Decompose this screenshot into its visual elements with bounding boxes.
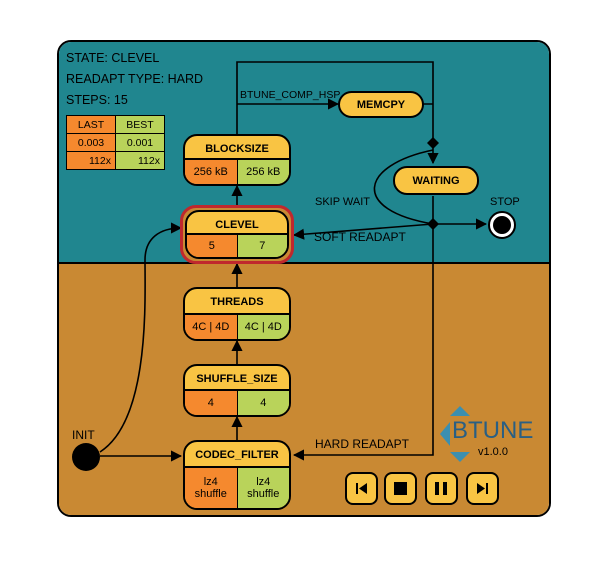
state-shuffle-size[interactable]: SHUFFLE_SIZE 4 4 [183, 364, 291, 417]
logo-version: v1.0.0 [478, 446, 508, 458]
init-node [72, 443, 100, 471]
btune-logo: BTUNE v1.0.0 [440, 406, 550, 462]
state-clevel-highlight[interactable]: CLEVEL 5 7 [180, 205, 294, 264]
pause-button[interactable] [425, 472, 458, 505]
state-threads-last: 4C | 4D [185, 315, 238, 339]
junction-diamond [427, 218, 439, 230]
state-codec-best: lz4 [256, 476, 271, 488]
state-threads[interactable]: THREADS 4C | 4D 4C | 4D [183, 287, 291, 341]
state-blocksize-last: 256 kB [185, 160, 238, 184]
state-shuffle-size-title: SHUFFLE_SIZE [196, 373, 278, 385]
junction-diamond [427, 137, 439, 149]
label-init: INIT [72, 428, 95, 442]
state-codec-last: lz4 [203, 476, 218, 488]
skip-back-icon [356, 483, 358, 494]
state-readout: STATE: CLEVEL [66, 51, 160, 65]
readapt-type-readout: READAPT TYPE: HARD [66, 72, 204, 86]
label-stop: STOP [490, 196, 520, 208]
label-hard-readapt: HARD READAPT [315, 437, 410, 451]
skip-forward-button[interactable] [466, 472, 499, 505]
state-filter-last: shuffle [194, 488, 227, 500]
state-threads-title: THREADS [210, 296, 264, 308]
score-cell: 112x [66, 151, 116, 170]
score-table: LAST BEST 0.003 0.001 112x 112x [66, 115, 165, 170]
state-threads-best: 4C | 4D [237, 315, 289, 339]
skip-forward-icon [477, 483, 485, 494]
pause-icon [435, 482, 439, 495]
score-header-last: LAST [66, 115, 116, 134]
stop-icon [394, 482, 407, 495]
state-filter-best: shuffle [247, 488, 280, 500]
wire-skip-wait [373, 149, 434, 225]
label-btune-comp-hsp: BTUNE_COMP_HSP [240, 89, 341, 101]
state-blocksize-best: 256 kB [237, 160, 289, 184]
state-shuffle-size-best: 4 [237, 391, 289, 415]
state-memcpy[interactable]: MEMCPY [338, 91, 424, 118]
skip-back-button[interactable] [345, 472, 378, 505]
arrow-hard-readapt [292, 224, 434, 461]
state-codec-filter-title: CODEC_FILTER [195, 449, 279, 461]
score-cell: 0.003 [66, 133, 116, 152]
score-cell: 112x [115, 151, 165, 170]
state-clevel-last: 5 [187, 235, 238, 257]
orange-region [59, 262, 549, 515]
state-clevel-title: CLEVEL [215, 219, 259, 231]
stop-button[interactable] [384, 472, 417, 505]
logo-text: BTUNE [452, 417, 534, 444]
arrow-init-to-clevel [99, 222, 183, 453]
state-shuffle-size-last: 4 [185, 391, 238, 415]
state-clevel[interactable]: CLEVEL 5 7 [185, 210, 289, 259]
arrow-soft-readapt [292, 223, 434, 240]
score-cell: 0.001 [115, 133, 165, 152]
wire-blocksize-loop [236, 61, 434, 143]
label-soft-readapt: SOFT READAPT [314, 230, 406, 244]
score-header-best: BEST [115, 115, 165, 134]
state-codec-filter[interactable]: CODEC_FILTER lz4 shuffle lz4 shuffle [183, 440, 291, 510]
state-blocksize[interactable]: BLOCKSIZE 256 kB 256 kB [183, 134, 291, 186]
state-waiting[interactable]: WAITING [393, 166, 479, 195]
steps-readout: STEPS: 15 [66, 93, 128, 107]
label-skip-wait: SKIP WAIT [315, 196, 371, 208]
state-clevel-best: 7 [237, 235, 287, 257]
stop-node-inner [493, 216, 511, 234]
state-blocksize-title: BLOCKSIZE [205, 143, 269, 155]
state-machine-board [57, 40, 551, 517]
